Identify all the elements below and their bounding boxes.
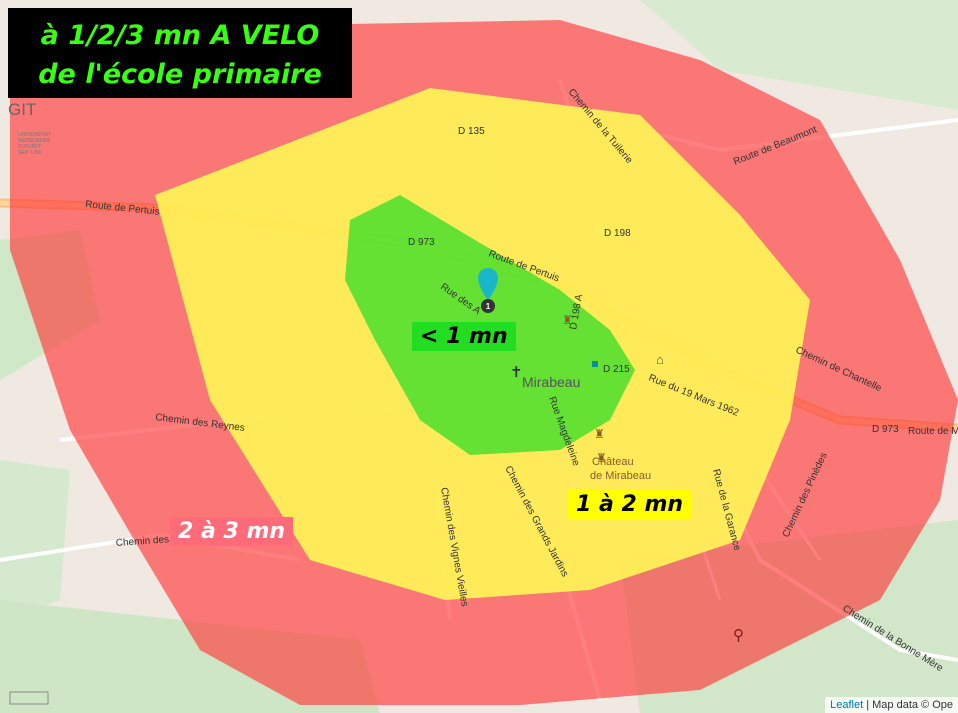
marker-badge — [481, 299, 495, 313]
map-attribution: Leaflet | Map data © Ope — [825, 697, 958, 713]
castle-icon-2: ♜ — [596, 451, 607, 465]
chateau-label-2: de Mirabeau — [590, 470, 651, 482]
school-icon: ♜ — [562, 313, 573, 327]
church-icon: ✝ — [510, 364, 523, 381]
town-hall-icon: ⌂ — [656, 352, 664, 367]
label-d215: D 215 — [603, 364, 630, 375]
zone-label-yellow: 1 à 2 mn — [568, 490, 692, 519]
title-banner: à 1/2/3 mn A VELO de l'école primaire — [8, 8, 352, 98]
label-d135: D 135 — [458, 126, 485, 137]
attribution-text: Map data © Ope — [872, 699, 953, 711]
label-d973-w: D 973 — [408, 237, 435, 248]
chateau-label-1: Château — [592, 456, 634, 468]
marker-number: 1 — [486, 302, 491, 311]
castle-icon: ♜ — [594, 427, 605, 441]
label-d198: D 198 — [604, 228, 631, 239]
square-poi-icon — [592, 361, 598, 367]
marker-pin-icon — [478, 268, 498, 300]
university-label: UNIVERSITÄT HEIDELBERG ZUKUNFT SEIT 1386 — [18, 132, 51, 156]
zone-label-green: < 1 mn — [412, 322, 516, 351]
git-label: GIT — [8, 100, 37, 119]
scale-bar — [9, 691, 49, 705]
title-line-2: de l'école primaire — [38, 59, 322, 90]
leaflet-link[interactable]: Leaflet — [830, 699, 864, 711]
title-line-1: à 1/2/3 mn A VELO — [40, 20, 320, 51]
town-label: Mirabeau — [522, 374, 580, 390]
label-d973-e: D 973 — [872, 424, 899, 435]
label-route-de-e: Route de M — [908, 426, 958, 437]
school-location-marker[interactable]: 1 — [478, 268, 498, 313]
poi-marker-icon: ⚲ — [733, 627, 744, 644]
attribution-separator: | — [863, 699, 873, 711]
label-chemin-des-g: Chemin des G — [115, 534, 180, 549]
zone-label-red: 2 à 3 mn — [170, 517, 294, 546]
